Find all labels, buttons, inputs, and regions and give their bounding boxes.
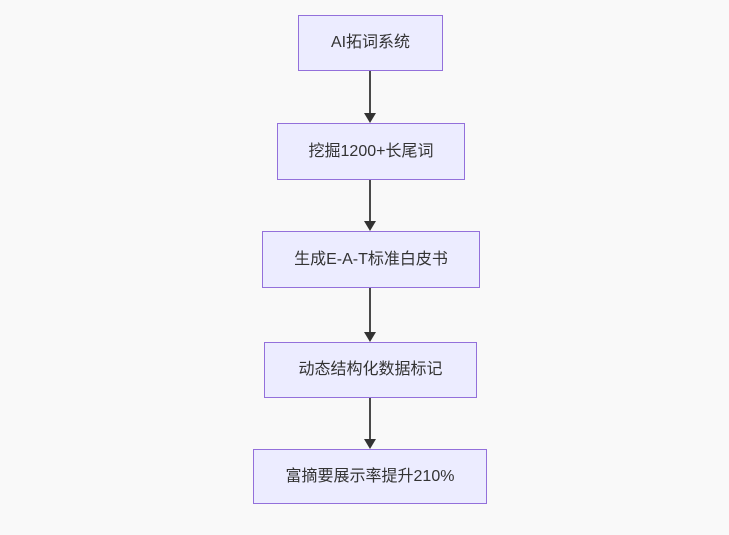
flow-arrow-1 [364, 71, 376, 123]
flow-node-label: 生成E-A-T标准白皮书 [294, 250, 448, 268]
flow-node-label: 动态结构化数据标记 [298, 361, 443, 378]
arrow-shaft [369, 398, 371, 439]
flow-arrow-3 [364, 288, 376, 342]
flow-node-eat-whitepaper: 生成E-A-T标准白皮书 [262, 231, 480, 288]
arrow-shaft [369, 180, 371, 221]
arrowhead-down-icon [364, 439, 376, 449]
flow-node-rich-snippet-result: 富摘要展示率提升210% [253, 449, 487, 504]
flow-node-label: 挖掘1200+长尾词 [308, 142, 434, 160]
flow-node-structured-data-markup: 动态结构化数据标记 [264, 342, 477, 398]
arrow-shaft [369, 288, 371, 332]
flow-arrow-4 [364, 398, 376, 449]
arrowhead-down-icon [364, 221, 376, 231]
flow-node-longtail-mining: 挖掘1200+长尾词 [277, 123, 465, 180]
arrowhead-down-icon [364, 332, 376, 342]
flow-node-label: AI拓词系统 [330, 34, 411, 51]
flow-arrow-2 [364, 180, 376, 231]
flow-node-label: 富摘要展示率提升210% [285, 467, 455, 485]
arrow-shaft [369, 71, 371, 113]
arrowhead-down-icon [364, 113, 376, 123]
flow-node-ai-keyword-system: AI拓词系统 [298, 15, 443, 71]
